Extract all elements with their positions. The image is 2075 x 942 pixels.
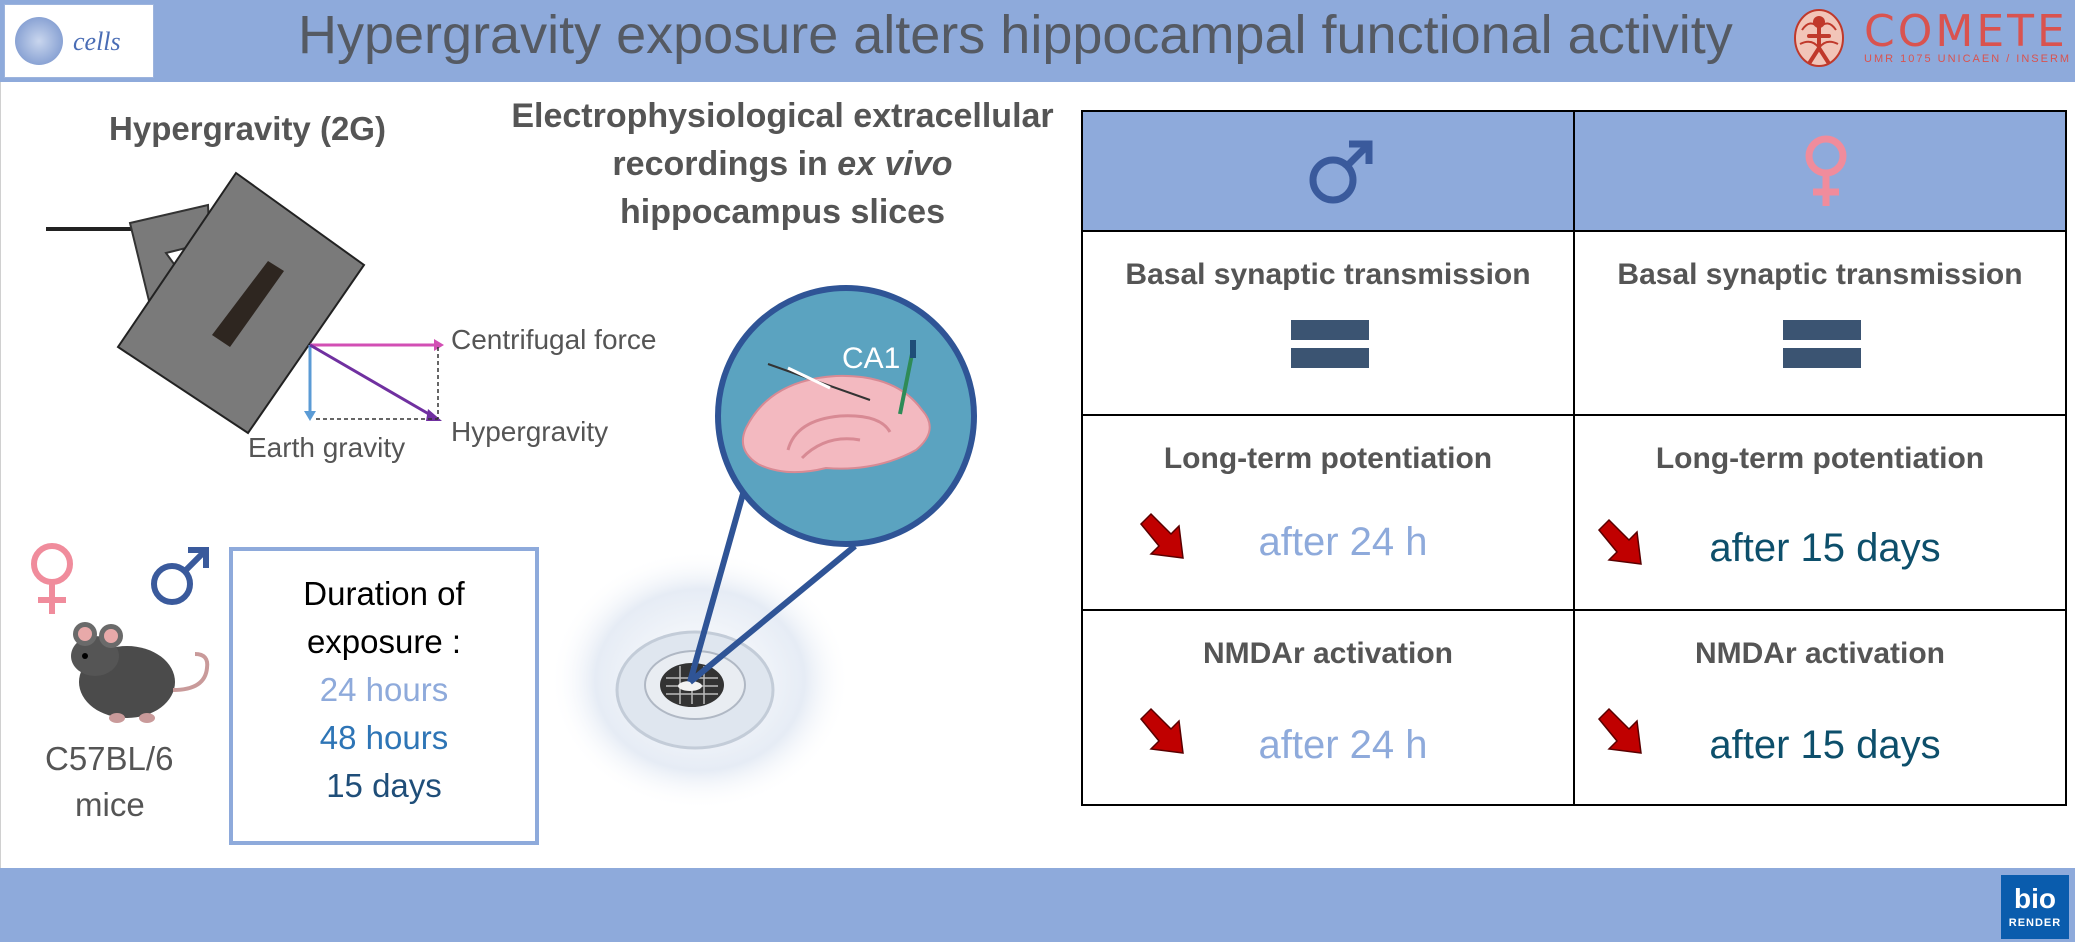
comete-brand: COMETE — [1864, 6, 2068, 57]
cells-logo-icon — [15, 17, 63, 65]
cell-female-nmdar: NMDAr activation after 15 days — [1573, 609, 2067, 806]
footer-bar — [0, 868, 2075, 942]
row-label: Basal synaptic transmission — [1617, 258, 2023, 291]
method-title-line1: Electrophysiological extracellular — [511, 97, 1054, 135]
mouse-strain-label: C57BL/6 — [45, 740, 174, 777]
journal-logo: cells — [4, 4, 154, 78]
cell-male-basal: Basal synaptic transmission — [1081, 230, 1575, 416]
biorender-badge: bio RENDER — [2001, 875, 2069, 939]
hypergravity-label: Hypergravity — [451, 416, 609, 447]
header-bar — [0, 0, 2075, 82]
row-label: Basal synaptic transmission — [1125, 258, 1531, 291]
mouse-icon — [71, 622, 210, 723]
gondola-window — [212, 261, 284, 347]
biorender-badge-bio: bio — [2014, 883, 2056, 914]
cell-male-nmdar: NMDAr activation after 24 h — [1081, 609, 1575, 806]
table-header-row — [1081, 110, 2067, 232]
nmdar-female-value: after 15 days — [1709, 723, 1941, 767]
recording-setup-illustration: CA1 — [550, 285, 977, 810]
cell-male-ltp: Long-term potentiation after 24 h — [1081, 414, 1575, 611]
ltp-female-value: after 15 days — [1709, 526, 1941, 570]
centrifuge-diagram — [46, 171, 444, 435]
male-symbol-icon — [1309, 140, 1373, 204]
brain-person-logo-icon — [1794, 9, 1844, 67]
nmdar-male-value: after 24 h — [1258, 723, 1428, 767]
duration-24-hours: 24 hours — [319, 671, 449, 708]
method-title-line2: recordings in ex vivo — [480, 140, 1085, 188]
male-symbol-icon — [151, 547, 209, 605]
method-title: Electrophysiological extracellular recor… — [480, 92, 1085, 236]
mouse-label: mice — [75, 786, 145, 823]
journal-logo-text: cells — [73, 27, 121, 56]
duration-15-days: 15 days — [326, 767, 442, 804]
down-arrow-icon — [1139, 512, 1184, 559]
row-label: NMDAr activation — [1694, 637, 1946, 670]
page-title: Hypergravity exposure alters hippocampal… — [298, 5, 1733, 65]
hypergravity-title: Hypergravity (2G) — [109, 110, 386, 147]
results-table: Basal synaptic transmission Basal synapt… — [1081, 110, 2067, 806]
down-arrow-icon — [1139, 707, 1184, 754]
sex-symbols — [31, 543, 209, 614]
comete-brand-subtitle: UMR 1075 UNICAEN / INSERM — [1864, 53, 2072, 65]
duration-48-hours: 48 hours — [319, 719, 449, 756]
centrifugal-force-label: Centrifugal force — [451, 324, 657, 355]
row-label: Long-term potentiation — [1655, 442, 1985, 475]
duration-box: Duration of exposure : 24 hours 48 hours… — [229, 547, 539, 845]
table-row-ltp: Long-term potentiation after 24 h Long-t… — [1081, 414, 2067, 611]
cell-female-ltp: Long-term potentiation after 15 days — [1573, 414, 2067, 611]
duration-title-1: Duration of — [303, 575, 465, 612]
content-area — [0, 82, 2074, 868]
down-arrow-icon — [1597, 518, 1642, 565]
method-title-line2-italic: ex vivo — [837, 145, 953, 183]
hypergravity-arrow — [309, 343, 435, 419]
table-row-nmdar: NMDAr activation after 24 h NMDAr activa… — [1081, 609, 2067, 806]
cell-female-basal: Basal synaptic transmission — [1573, 230, 2067, 416]
female-symbol-icon — [1805, 135, 1847, 206]
ca1-label: CA1 — [842, 342, 900, 375]
table-row-basal: Basal synaptic transmission Basal synapt… — [1081, 230, 2067, 416]
down-arrow-icon — [1597, 707, 1642, 754]
male-column-header — [1081, 110, 1575, 232]
method-title-line2-a: recordings in — [612, 145, 838, 183]
row-label: Long-term potentiation — [1163, 442, 1493, 475]
earth-gravity-label: Earth gravity — [248, 432, 406, 463]
zoom-line-right — [688, 543, 857, 685]
row-label: NMDAr activation — [1202, 637, 1454, 670]
method-title-line3: hippocampus slices — [620, 193, 945, 231]
ltp-male-value: after 24 h — [1258, 520, 1428, 564]
female-column-header — [1573, 110, 2067, 232]
female-symbol-icon — [31, 543, 73, 614]
duration-title-2: exposure : — [306, 623, 462, 660]
biorender-badge-render: RENDER — [2008, 917, 2062, 929]
